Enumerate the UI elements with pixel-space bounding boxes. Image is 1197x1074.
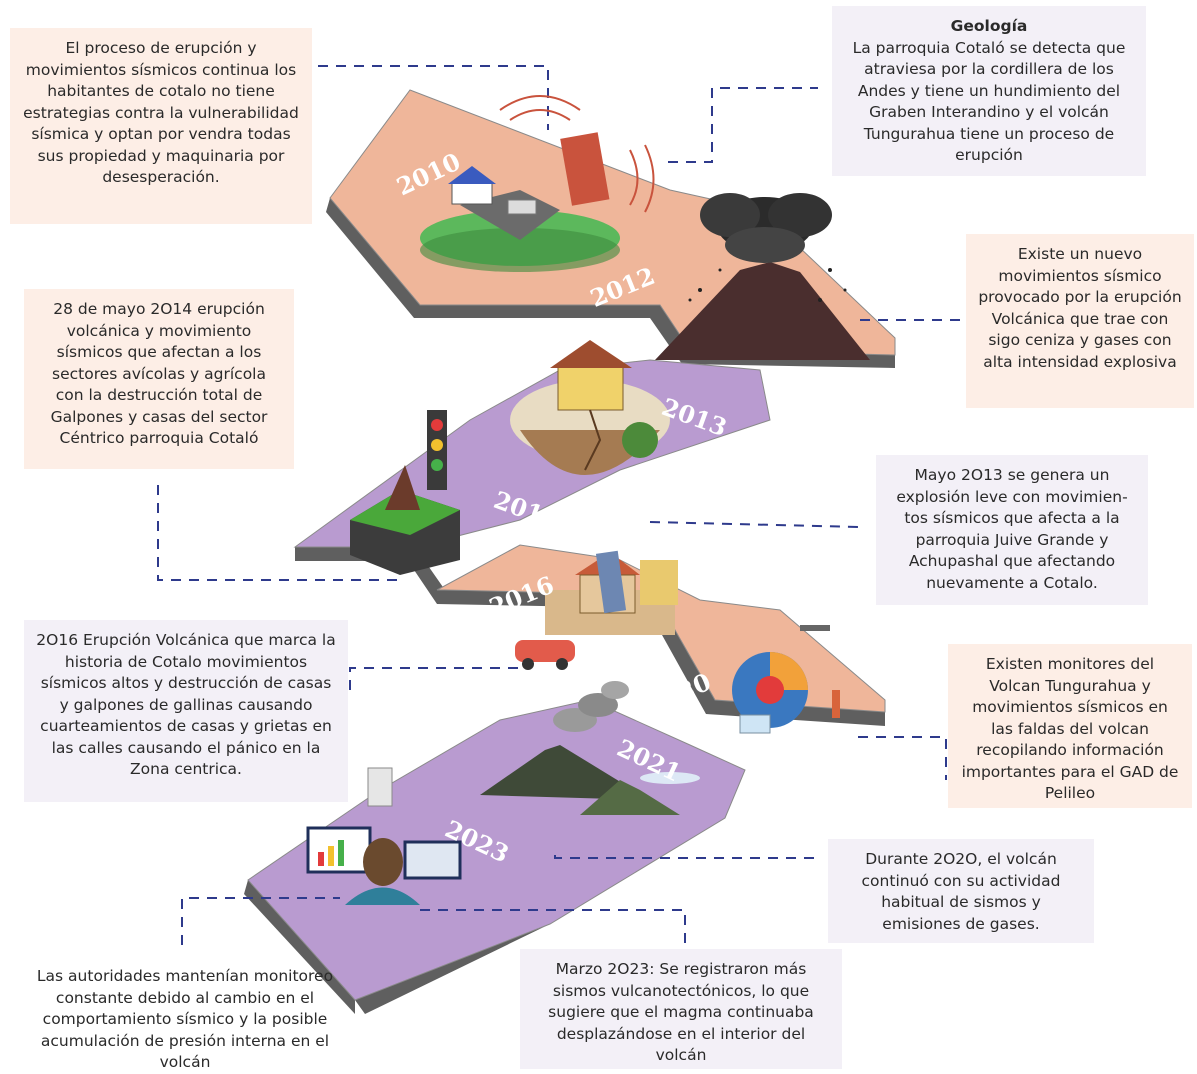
volcano-smoke-illustration [480, 681, 700, 815]
note-geologia-title: Geología [950, 17, 1028, 35]
note-2010-left: El proceso de erupción y movimientos sís… [10, 28, 312, 224]
earthquake-scene-illustration [420, 95, 655, 272]
destroyed-town-illustration [515, 550, 678, 670]
road-segment-2021-2023 [247, 699, 746, 1001]
note-bottom-left: Las autoridades mantenían monitoreo cons… [36, 967, 334, 1071]
note-2014-left: 28 de mayo 2O14 erupción volcánica y mov… [24, 289, 294, 469]
note-2016-left: 2O16 Erupción Volcánica que marca la his… [24, 620, 348, 802]
note-2013-right: Mayo 2O13 se genera un explosión leve co… [876, 455, 1148, 605]
floating-island-illustration [350, 410, 460, 575]
erupting-volcano-illustration [655, 193, 870, 360]
note-geologia-text: La parroquia Cotaló se detecta que atrav… [852, 38, 1126, 165]
note-bottom-mid: Marzo 2O23: Se registraron más sismos vu… [520, 949, 842, 1069]
note-2012-right: Existe un nuevo movimientos sísmico prov… [966, 234, 1194, 408]
earth-monitoring-illustration [732, 625, 840, 734]
note-geologia: Geología La parroquia Cotaló se detecta … [832, 6, 1146, 176]
cracked-ground-house-illustration [510, 340, 670, 475]
note-2020-right: Existen monitores del Volcan Tungurahua … [948, 644, 1192, 808]
connector-lines [157, 65, 965, 948]
note-2021-right: Durante 2O2O, el volcán continuó con su … [828, 839, 1094, 943]
analyst-monitors-illustration [306, 767, 462, 905]
